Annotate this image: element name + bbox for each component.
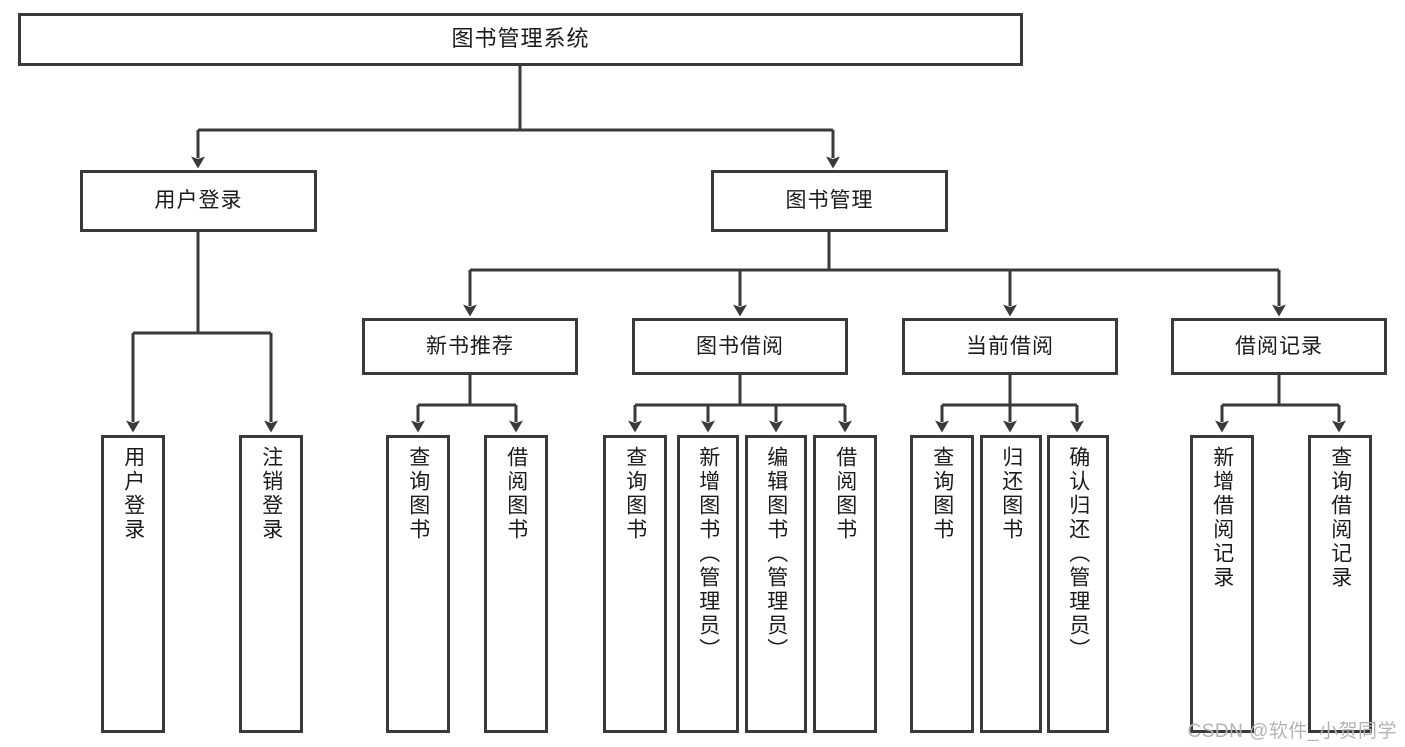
- node-label: 查询借阅记录: [1328, 446, 1352, 590]
- node-user-login[interactable]: 用户登录: [80, 170, 317, 232]
- node-label: 用户登录: [154, 189, 243, 213]
- node-label: 编辑图书（管理员）: [764, 446, 788, 662]
- node-system-root[interactable]: 图书管理系统: [18, 13, 1023, 66]
- node-label: 注销登录: [259, 446, 283, 542]
- node-label: 确认归还（管理员）: [1066, 446, 1090, 662]
- leaf-query-book-recommend[interactable]: 查询图书: [386, 435, 450, 733]
- leaf-query-book[interactable]: 查询图书: [603, 435, 667, 733]
- node-label: 图书借阅: [696, 334, 784, 358]
- leaf-edit-book-admin[interactable]: 编辑图书（管理员）: [745, 435, 807, 733]
- leaf-add-borrow-record[interactable]: 新增借阅记录: [1190, 435, 1254, 733]
- node-label: 归还图书: [999, 446, 1023, 542]
- node-label: 查询图书: [406, 446, 430, 542]
- leaf-query-book-current[interactable]: 查询图书: [910, 435, 974, 733]
- node-label: 用户登录: [121, 446, 145, 542]
- node-label: 新书推荐: [426, 334, 514, 358]
- leaf-borrow-book[interactable]: 借阅图书: [813, 435, 877, 733]
- node-label: 查询图书: [930, 446, 954, 542]
- leaf-add-book-admin[interactable]: 新增图书（管理员）: [677, 435, 739, 733]
- node-label: 借阅图书: [833, 446, 857, 542]
- node-new-book-recommend[interactable]: 新书推荐: [362, 318, 578, 375]
- leaf-confirm-return-admin[interactable]: 确认归还（管理员）: [1047, 435, 1109, 733]
- node-label: 新增借阅记录: [1210, 446, 1234, 590]
- leaf-return-book[interactable]: 归还图书: [980, 435, 1042, 733]
- node-book-management[interactable]: 图书管理: [711, 170, 948, 232]
- node-label: 借阅图书: [504, 446, 528, 542]
- node-current-borrow[interactable]: 当前借阅: [902, 318, 1118, 375]
- node-label: 新增图书（管理员）: [696, 446, 720, 662]
- leaf-logout[interactable]: 注销登录: [239, 435, 303, 733]
- leaf-user-login[interactable]: 用户登录: [101, 435, 165, 733]
- node-label: 当前借阅: [966, 334, 1054, 358]
- node-book-borrow[interactable]: 图书借阅: [632, 318, 848, 375]
- node-label: 图书管理: [785, 189, 874, 213]
- leaf-borrow-book-recommend[interactable]: 借阅图书: [484, 435, 548, 733]
- watermark-text: CSDN @软件_小贺同学: [1187, 721, 1397, 742]
- node-borrow-record[interactable]: 借阅记录: [1171, 318, 1387, 375]
- node-label: 查询图书: [623, 446, 647, 542]
- leaf-query-borrow-record[interactable]: 查询借阅记录: [1308, 435, 1372, 733]
- node-label: 图书管理系统: [451, 26, 590, 52]
- node-label: 借阅记录: [1235, 334, 1323, 358]
